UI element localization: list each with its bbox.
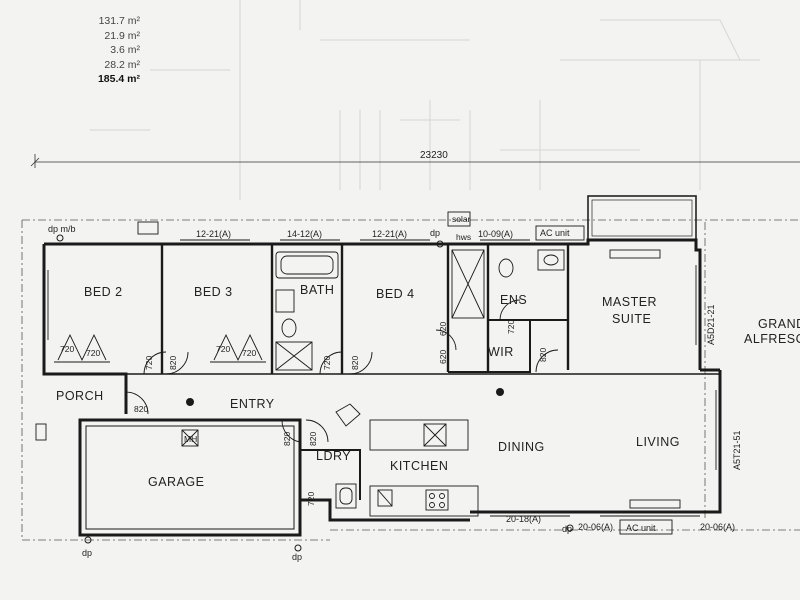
room-label-garage: GARAGE [148, 475, 205, 489]
door-size-label: 720 [60, 344, 74, 354]
door-size-label: 720 [86, 348, 100, 358]
room-label-dining: DINING [498, 440, 545, 454]
windows [47, 239, 717, 517]
ac-unit-box-top [535, 225, 585, 241]
room-label-laundry: LDRY [316, 449, 351, 463]
room-label-alfresco: ALFRESC [744, 332, 800, 346]
manhole-icon [181, 429, 199, 447]
room-label-ensuite: ENS [500, 293, 527, 307]
smoke-detector-icons [186, 388, 504, 406]
door-size-label: 720 [506, 320, 516, 334]
wardrobe-doors [54, 333, 266, 363]
window-label: 14-12(A) [287, 229, 322, 239]
ac-unit-label: AC unit [540, 228, 570, 238]
downpipe-label: dp [430, 228, 440, 238]
manhole-label: MH [184, 434, 197, 444]
ensuite-fixtures [451, 249, 661, 319]
door-size-label: 720 [322, 356, 332, 370]
door-size-label: 620 [438, 350, 448, 364]
room-label-grand: GRAND [758, 317, 800, 331]
window-label: 20-06(A) [700, 522, 735, 532]
hws-label: hws [456, 232, 471, 242]
boundary-lines [21, 219, 800, 541]
bath-fixtures [275, 251, 339, 371]
exterior-walls [42, 238, 722, 537]
overall-dimension [30, 154, 800, 168]
area-schedule: 131.7 m² 21.9 m² 3.6 m² 28.2 m² 185.4 m² [60, 14, 140, 87]
door-size-label: 720 [144, 356, 154, 370]
area-value: 131.7 m² [98, 15, 140, 27]
ac-unit-box-bottom [619, 519, 673, 535]
downpipe-markers [56, 234, 574, 552]
door-size-label: 720 [306, 492, 316, 506]
door-size-label: 820 [282, 432, 292, 446]
area-total: 185.4 m² [97, 73, 140, 85]
room-label-living: LIVING [636, 435, 680, 449]
overall-dimension-label: 23230 [420, 150, 448, 161]
window-label: A5T21-51 [732, 430, 742, 470]
window-label: A5D21-21 [706, 304, 716, 345]
room-label-suite: SUITE [612, 312, 651, 326]
door-size-label: 820 [168, 356, 178, 370]
window-label: 12-21(A) [196, 229, 231, 239]
room-label-bed-2: BED 2 [84, 285, 123, 299]
downpipe-meterbox-label: dp m/b [48, 224, 76, 234]
room-label-master: MASTER [602, 295, 657, 309]
room-label-bath: BATH [300, 283, 334, 297]
meter-box [137, 221, 159, 235]
door-size-label: 620 [438, 322, 448, 336]
room-label-bed-3: BED 3 [194, 285, 233, 299]
window-label: 10-09(A) [478, 229, 513, 239]
door-size-label: 820 [308, 432, 318, 446]
room-label-porch: PORCH [56, 389, 104, 403]
downpipe-label: dp [292, 552, 302, 562]
door-size-label: 820 [350, 356, 360, 370]
background-sketch [90, 0, 760, 200]
door-size-label: 820 [538, 348, 548, 362]
area-value: 3.6 m² [110, 44, 140, 56]
door-swings [125, 299, 559, 443]
window-label: 20-06(A) [578, 522, 613, 532]
area-value: 21.9 m² [104, 29, 140, 42]
ac-unit-label: AC unit [626, 523, 656, 533]
downpipe-label: dp [562, 524, 572, 534]
door-size-label: 720 [242, 348, 256, 358]
door-size-label: 820 [134, 404, 148, 414]
room-label-bed-4: BED 4 [376, 287, 415, 301]
solar-panel-outline [587, 195, 697, 241]
solar-hws-box [447, 211, 471, 227]
area-value: 28.2 m² [104, 58, 140, 71]
door-size-label: 720 [216, 344, 230, 354]
solar-label: solar [452, 214, 471, 224]
window-label: 20-18(A) [506, 514, 541, 524]
window-label: 12-21(A) [372, 229, 407, 239]
garage-wall-inner [85, 425, 295, 530]
downpipe-label: dp [82, 548, 92, 558]
room-label-wir: WIR [488, 345, 514, 359]
porch-pier [35, 423, 47, 441]
kitchen-fixtures [335, 403, 681, 517]
room-label-kitchen: KITCHEN [390, 459, 448, 473]
room-label-entry: ENTRY [230, 397, 275, 411]
solar-panel-inner [591, 199, 693, 237]
